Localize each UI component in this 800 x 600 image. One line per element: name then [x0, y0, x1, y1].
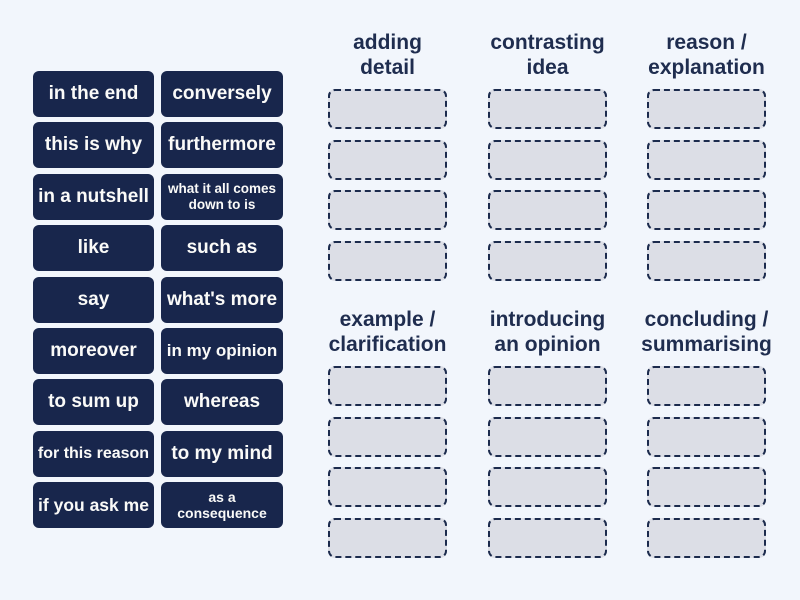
word-tile[interactable]: such as: [161, 225, 283, 272]
word-tile[interactable]: like: [33, 225, 154, 272]
drop-zone[interactable]: [488, 467, 607, 507]
category-title: reason / explanation: [648, 31, 765, 79]
word-tile[interactable]: as a consequence: [161, 482, 283, 529]
drop-zone[interactable]: [488, 190, 607, 230]
drop-zone-list: [328, 366, 447, 558]
drop-zone-list: [488, 89, 607, 281]
drop-zone[interactable]: [647, 190, 766, 230]
drop-zone[interactable]: [488, 139, 607, 180]
drop-zone[interactable]: [328, 517, 447, 558]
drop-zone[interactable]: [488, 240, 607, 281]
word-tile[interactable]: furthermore: [161, 122, 283, 169]
drop-zone[interactable]: [328, 89, 447, 129]
drop-zone[interactable]: [488, 89, 607, 129]
word-tile[interactable]: say: [33, 276, 154, 323]
word-tile[interactable]: what it all comes down to is: [161, 173, 283, 220]
word-tile[interactable]: to my mind: [161, 430, 283, 477]
drop-zone[interactable]: [647, 517, 766, 558]
word-tile[interactable]: for this reason: [33, 430, 154, 477]
drop-zone[interactable]: [488, 517, 607, 558]
category-title: example / clarification: [328, 308, 447, 356]
drop-zone-list: [647, 366, 766, 558]
drop-zone[interactable]: [328, 416, 447, 457]
drop-zone[interactable]: [647, 240, 766, 281]
word-tile[interactable]: moreover: [33, 327, 154, 374]
category-title: concluding / summarising: [641, 308, 772, 356]
drop-zone[interactable]: [328, 240, 447, 281]
word-tile[interactable]: in the end: [33, 71, 154, 117]
drop-zone[interactable]: [647, 89, 766, 129]
drop-zone[interactable]: [328, 190, 447, 230]
category-title: adding detail: [353, 31, 422, 79]
drop-zone-list: [488, 366, 607, 558]
drop-zone-list: [328, 89, 447, 281]
word-tile[interactable]: conversely: [161, 71, 283, 117]
drop-zone-list: [647, 89, 766, 281]
word-tile[interactable]: what's more: [161, 276, 283, 323]
drop-zone[interactable]: [647, 366, 766, 406]
category-group: example / clarification: [307, 307, 468, 558]
word-tile[interactable]: whereas: [161, 379, 283, 426]
word-tile[interactable]: if you ask me: [33, 482, 154, 529]
word-tile[interactable]: to sum up: [33, 379, 154, 426]
drop-zone[interactable]: [488, 416, 607, 457]
category-group: contrasting idea: [467, 30, 628, 281]
word-tile[interactable]: in my opinion: [161, 327, 283, 374]
word-tile[interactable]: this is why: [33, 122, 154, 169]
category-group: reason / explanation: [626, 30, 787, 281]
category-title: introducing an opinion: [489, 308, 606, 356]
word-tile[interactable]: in a nutshell: [33, 173, 154, 220]
category-group: concluding / summarising: [626, 307, 787, 558]
drop-zone[interactable]: [647, 467, 766, 507]
category-title: contrasting idea: [490, 31, 605, 79]
category-group: adding detail: [307, 30, 468, 281]
drop-zone[interactable]: [328, 467, 447, 507]
drop-zone[interactable]: [328, 366, 447, 406]
drop-zone[interactable]: [328, 139, 447, 180]
drop-zone[interactable]: [647, 416, 766, 457]
drop-zone[interactable]: [488, 366, 607, 406]
drop-zone[interactable]: [647, 139, 766, 180]
category-group: introducing an opinion: [467, 307, 628, 558]
